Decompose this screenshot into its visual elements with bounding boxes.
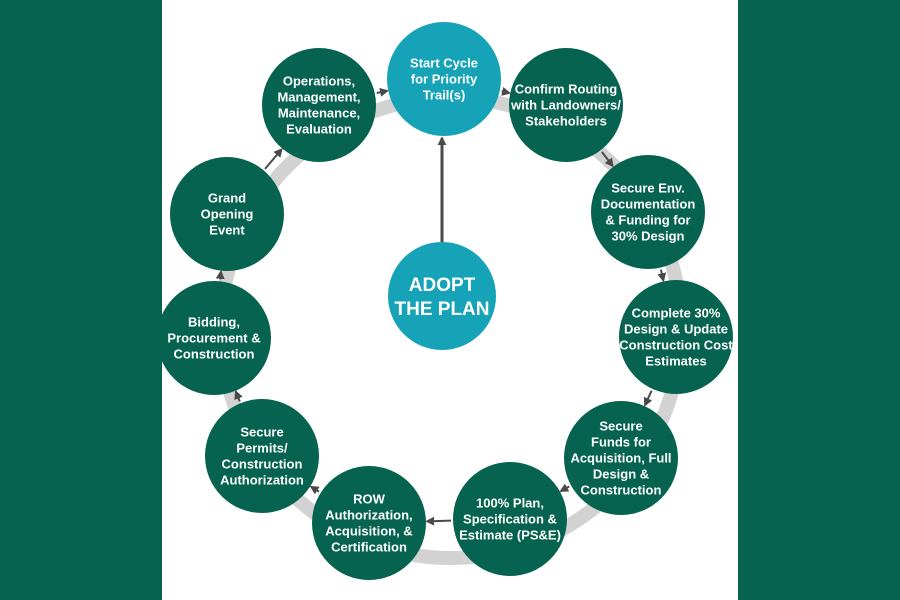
step-label-line: Estimates <box>645 354 706 369</box>
step-label-line: 100% Plan, <box>476 496 544 511</box>
step-circle <box>170 157 284 271</box>
step-label-line: Complete 30% <box>632 306 721 321</box>
step-label-line: Construction <box>222 457 303 472</box>
step-label-line: Construction <box>581 483 662 498</box>
step-label-line: Evaluation <box>286 122 352 137</box>
step-label-line: Acquisition, & <box>325 524 412 539</box>
step-circle <box>262 48 376 162</box>
step-label-line: Procurement & <box>167 331 260 346</box>
step-circle <box>591 155 705 269</box>
step-node-plan-specification-estimate: 100% Plan,Specification &Estimate (PS&E) <box>453 462 567 576</box>
step-label-line: Grand <box>208 191 246 206</box>
center-circle <box>388 242 496 350</box>
step-circle <box>387 22 501 136</box>
step-circle <box>312 466 426 580</box>
step-label-line: ADOPT <box>409 275 476 296</box>
step-label-line: Trail(s) <box>423 88 466 103</box>
step-circle <box>509 48 623 162</box>
cycle-arrow <box>264 147 283 170</box>
step-label-line: Start Cycle <box>410 56 478 71</box>
step-label-line: Authorization <box>220 473 304 488</box>
step-label-line: Documentation <box>601 197 696 212</box>
step-label-line: Event <box>209 223 245 238</box>
step-circle <box>205 399 319 513</box>
step-label-line: Design & <box>593 467 649 482</box>
step-label-line: Permits/ <box>236 441 288 456</box>
cycle-arrow <box>425 516 452 526</box>
step-label-line: Stakeholders <box>525 114 607 129</box>
cycle-arrow <box>657 269 667 283</box>
step-label-line: Construction Cost <box>619 338 733 353</box>
step-node-bidding-procurement: Bidding,Procurement &Construction <box>157 281 271 395</box>
step-label-line: with Landowners/ <box>510 98 621 113</box>
step-label-line: Secure <box>240 425 283 440</box>
step-label-line: Opening <box>201 207 254 222</box>
step-label-line: Confirm Routing <box>515 82 618 97</box>
cycle-arrow <box>501 87 512 96</box>
step-node-complete-30-design: Complete 30%Design & UpdateConstruction … <box>619 280 733 394</box>
step-node-secure-env-documentation: Secure Env.Documentation& Funding for30%… <box>591 155 705 269</box>
step-label-line: Estimate (PS&E) <box>459 528 561 543</box>
cycle-arrow <box>234 390 243 402</box>
step-label-line: Funds for <box>591 435 651 450</box>
left-side-band <box>0 0 162 600</box>
step-label-line: THE PLAN <box>395 299 490 320</box>
step-circle <box>453 462 567 576</box>
cycle-arrows <box>215 87 667 526</box>
step-label-line: 30% Design <box>612 229 685 244</box>
center-node: ADOPT THE PLAN <box>388 242 496 350</box>
step-label-line: & Funding for <box>605 213 690 228</box>
cycle-arrow <box>643 390 653 407</box>
cycle-arrow <box>559 483 570 492</box>
step-label-line: Secure <box>599 419 642 434</box>
step-label-line: Authorization, <box>325 508 412 523</box>
right-side-band <box>738 0 900 600</box>
cycle-arrow <box>601 151 614 168</box>
step-label-line: Bidding, <box>188 315 240 330</box>
cycle-arrow <box>309 485 320 495</box>
step-circle <box>157 281 271 395</box>
step-label-line: Design & Update <box>624 322 728 337</box>
cycle-arrow <box>376 87 389 97</box>
step-label-line: Secure Env. <box>611 181 684 196</box>
cycle-arrow <box>215 269 225 280</box>
step-label-line: Management, <box>277 90 360 105</box>
step-label-line: Certification <box>331 540 407 555</box>
step-circle <box>619 280 733 394</box>
step-circle <box>564 401 678 515</box>
step-label-line: Maintenance, <box>278 106 360 121</box>
step-label-line: ROW <box>353 492 386 507</box>
step-label-line: Operations, <box>283 74 355 89</box>
step-node-operations-management: Operations,Management,Maintenance,Evalua… <box>262 48 376 162</box>
step-label-line: Specification & <box>463 512 557 527</box>
step-label-line: for Priority <box>411 72 478 87</box>
step-label-line: Acquisition, Full <box>570 451 671 466</box>
step-label-line: Construction <box>174 347 255 362</box>
